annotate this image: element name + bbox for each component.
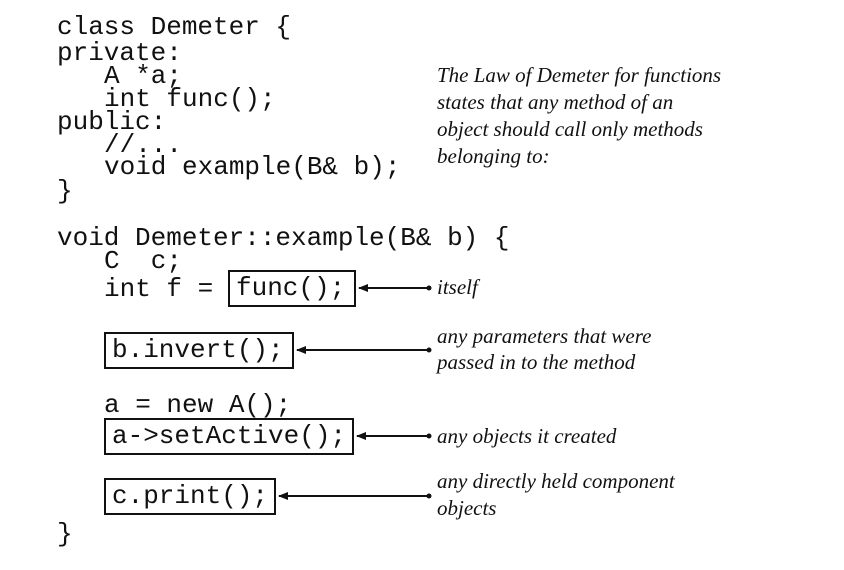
class-declaration-line: class Demeter {: [57, 12, 292, 42]
func-call-code: func();: [236, 273, 346, 303]
print-call-code: c.print();: [112, 481, 269, 511]
func-call-box: func();: [228, 270, 356, 307]
set-active-call-box: a->setActive();: [104, 418, 354, 455]
member-a-declaration: A *a;: [104, 61, 183, 91]
new-a-statement: a = new A();: [104, 390, 292, 420]
local-c-declaration: C c;: [104, 246, 183, 276]
method-definition-header: void Demeter::example(B& b) {: [57, 223, 510, 253]
label-created: any objects it created: [437, 424, 617, 448]
intro-line-4: belonging to:: [437, 144, 550, 168]
label-parameters-line-2: passed in to the method: [437, 350, 636, 374]
ellipsis-comment: //...: [104, 130, 183, 160]
label-components-line-2: objects: [437, 496, 497, 520]
set-active-call-code: a->setActive();: [112, 421, 347, 451]
member-func-declaration: int func();: [104, 84, 276, 114]
label-components-line-1: any directly held component: [437, 469, 675, 493]
label-itself: itself: [437, 275, 478, 299]
example-method-declaration: void example(B& b);: [104, 152, 401, 182]
print-call-box: c.print();: [104, 478, 276, 515]
method-closing-brace: }: [57, 519, 73, 549]
intro-line-3: object should call only methods: [437, 117, 703, 141]
private-label: private:: [57, 38, 182, 68]
label-parameters-line-1: any parameters that were: [437, 324, 652, 348]
public-label: public:: [57, 107, 167, 137]
invert-call-box: b.invert();: [104, 332, 294, 369]
int-f-assignment: int f =: [104, 274, 214, 304]
class-closing-brace: }: [57, 176, 73, 206]
intro-line-1: The Law of Demeter for functions: [437, 63, 722, 87]
arrow-created: [356, 432, 432, 440]
intro-line-2: states that any method of an: [437, 90, 674, 114]
arrow-parameters: [296, 346, 432, 354]
invert-call-code: b.invert();: [112, 335, 284, 365]
arrow-itself: [358, 284, 432, 292]
arrow-components: [278, 492, 432, 500]
